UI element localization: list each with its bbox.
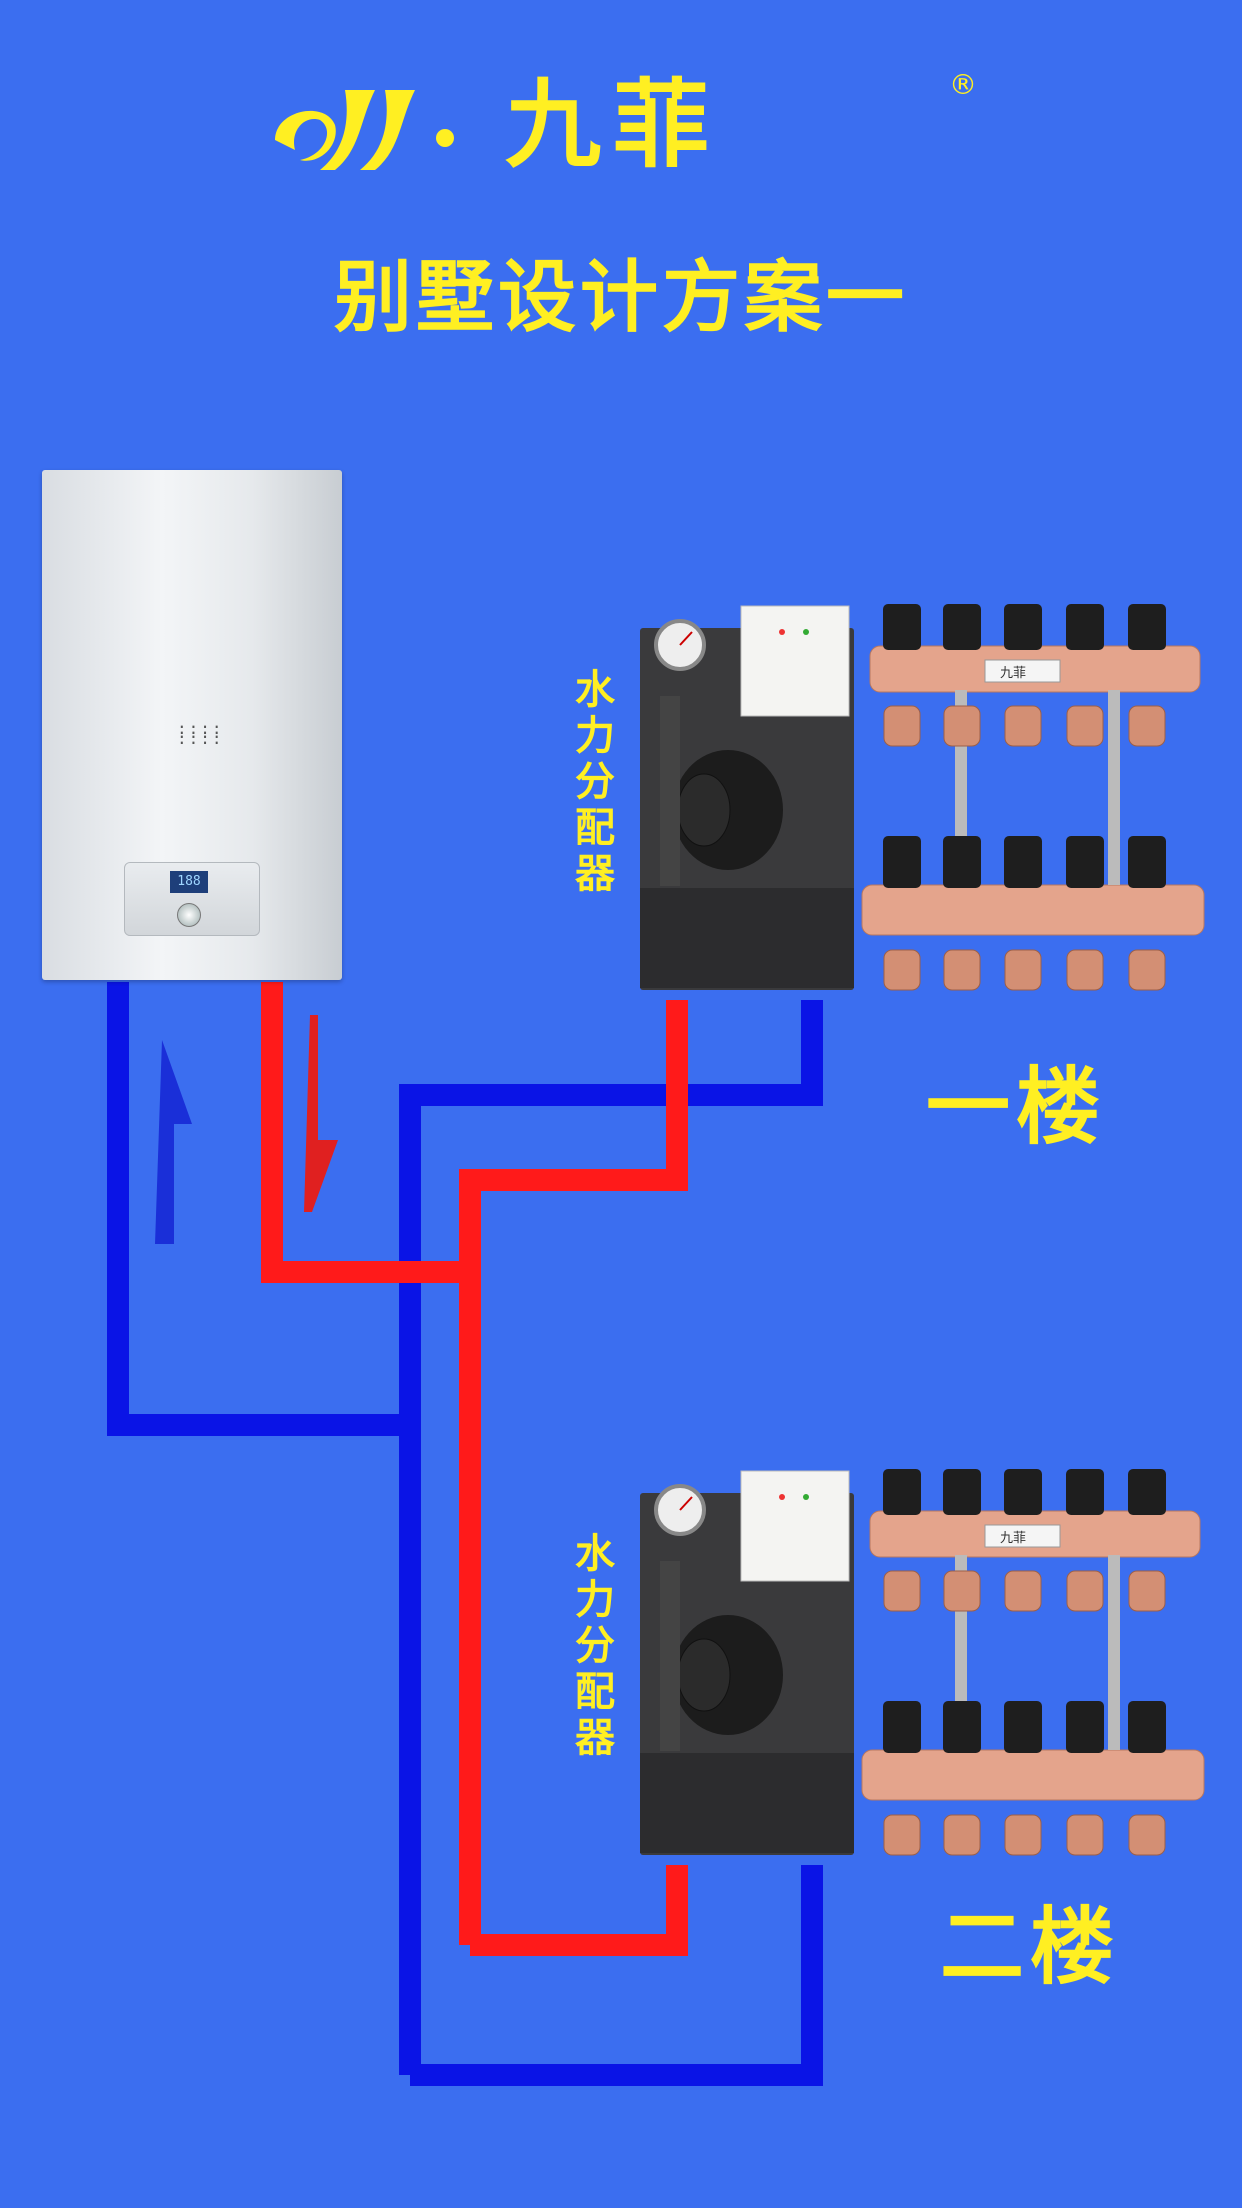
- wall-hung-boiler: :::::::: 188: [42, 470, 342, 980]
- manifold-floor2: [861, 1469, 1205, 1856]
- manifold-badge-floor1: 九菲: [1000, 666, 1027, 681]
- return-pipe-boiler: [107, 982, 410, 1436]
- boiler-control-panel: 188: [124, 862, 260, 936]
- boiler-display: 188: [170, 871, 208, 893]
- brand-logo-icon: [275, 90, 454, 170]
- supply-pipe-floor1: [459, 1000, 688, 1945]
- brand-logo: 九菲 ®: [265, 68, 985, 181]
- unit-label-floor1: 水力分配器: [568, 668, 614, 898]
- brand-name: 九菲: [505, 69, 721, 181]
- supply-pipes: [261, 982, 688, 1956]
- down-arrow-icon: [304, 1015, 338, 1212]
- supply-pipe-floor2: [470, 1865, 688, 1956]
- hydraulic-unit-floor1: [640, 605, 854, 990]
- page-title: 别墅设计方案一: [333, 253, 908, 343]
- manifold-floor1: [861, 604, 1205, 991]
- boiler-vent-icon: ::::::::: [177, 719, 224, 748]
- return-pipe-main: [399, 1000, 823, 2075]
- floor-label-1: 一楼: [926, 1058, 1107, 1156]
- unit-label-floor2: 水力分配器: [568, 1532, 614, 1762]
- supply-pipe-boiler: [261, 982, 470, 1283]
- registered-mark: ®: [949, 68, 977, 101]
- boiler-knob-icon: [177, 903, 201, 927]
- floor-label-2: 二楼: [940, 1898, 1121, 1996]
- manifold-badge-floor2: 九菲: [1000, 1531, 1027, 1546]
- return-pipes: [107, 982, 823, 2086]
- up-arrow-icon: [155, 1040, 192, 1244]
- return-pipe-floor2: [410, 1865, 823, 2086]
- hydraulic-unit-floor2: [640, 1470, 854, 1855]
